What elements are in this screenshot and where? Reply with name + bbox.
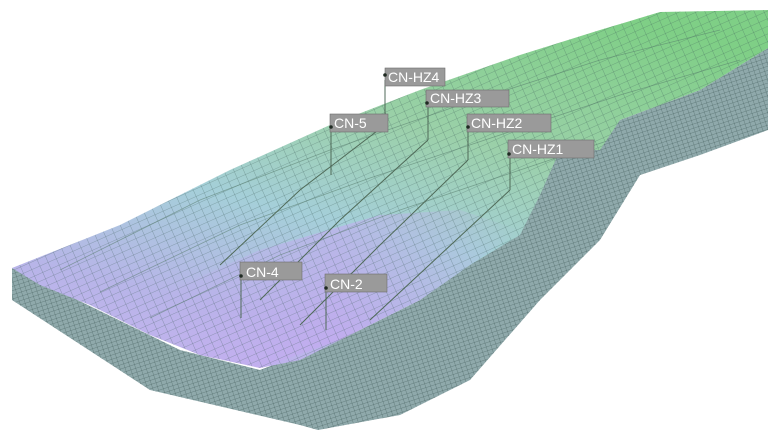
well-name-cn-hz2: CN-HZ2 (471, 115, 523, 131)
well-name-cn-hz1: CN-HZ1 (512, 141, 564, 157)
trajectory-cn-hz1-lateral (369, 189, 511, 321)
well-name-cn-4: CN-4 (246, 264, 279, 280)
well-name-cn-hz4: CN-HZ4 (388, 69, 440, 85)
well-name-cn-hz3: CN-HZ3 (430, 90, 482, 106)
trajectory-cn-hz2-lateral (299, 159, 469, 326)
well-label-cn-4[interactable]: CN-4 (239, 261, 303, 281)
well-label-cn-hz3[interactable]: CN-HZ3 (425, 89, 510, 108)
well-label-cn-hz1[interactable]: CN-HZ1 (507, 139, 595, 159)
well-label-cn-5[interactable]: CN-5 (329, 113, 389, 133)
well-name-cn-2: CN-2 (330, 276, 363, 292)
well-label-cn-hz2[interactable]: CN-HZ2 (466, 113, 552, 133)
trajectory-cn-hz4-lateral (219, 124, 386, 266)
well-label-cn-2[interactable]: CN-2 (324, 273, 388, 293)
well-name-cn-5: CN-5 (334, 115, 367, 131)
well-label-cn-hz4[interactable]: CN-HZ4 (383, 67, 446, 87)
surface-contours (59, 29, 741, 319)
